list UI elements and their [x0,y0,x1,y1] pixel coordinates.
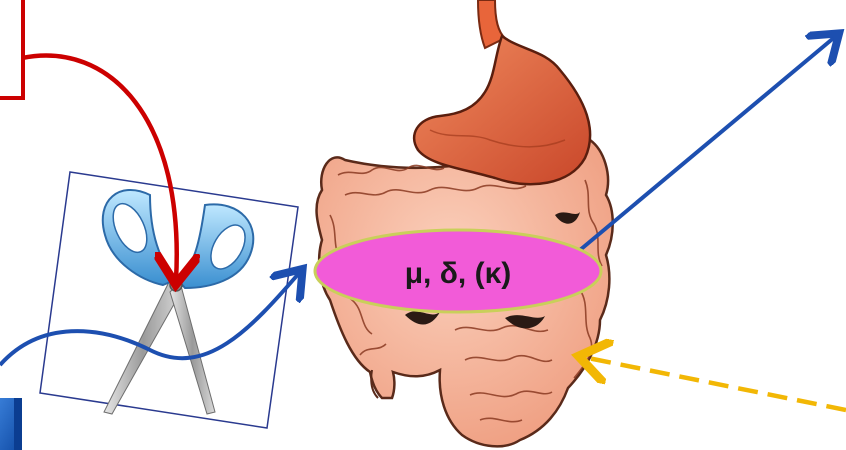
digestive-tract-icon [317,0,613,446]
yellow-dashed-arrow [583,357,846,410]
receptor-label: μ, δ, (κ) [405,257,512,290]
receptor-ellipse: μ, δ, (κ) [315,230,601,312]
blue-box [0,398,22,450]
source-box [0,0,23,98]
blue-output-arrow [580,36,836,250]
